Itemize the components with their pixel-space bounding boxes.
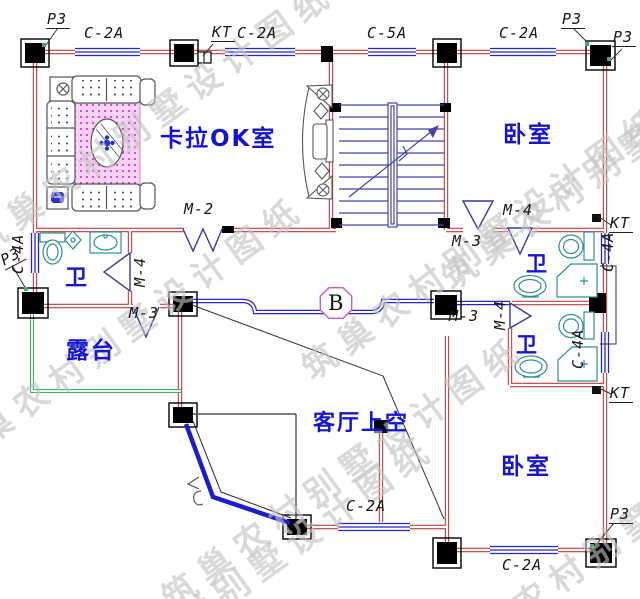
- ac-sleeve-right-upper: [592, 214, 601, 222]
- window-c4a-right-lower: [600, 332, 610, 373]
- door-symbols: [102, 200, 534, 339]
- mark-kt-right-lower: KT: [609, 385, 634, 403]
- window-c2a-bottom-void: [338, 522, 410, 532]
- door-m4-upper-right-symbol: [506, 227, 534, 256]
- window-label-c2a-top-mid: C-2A: [237, 24, 278, 42]
- room-label-bathroom-right-upper: 卫: [526, 252, 549, 276]
- window-label-c2a-bottom-right: C-2A: [502, 556, 543, 574]
- toilet-icon: [558, 231, 595, 261]
- sink-icon: [89, 231, 122, 254]
- axis-b-label: B: [328, 291, 344, 315]
- flower-decor: [99, 135, 115, 151]
- window-c4a-right-upper: [600, 233, 610, 264]
- tv-icon: [312, 119, 334, 163]
- window-label-c2a-top-left: C-2A: [84, 24, 125, 42]
- staircase: [339, 102, 444, 228]
- door-label-m3-terrace: M-3: [129, 304, 160, 322]
- mark-kt-right-upper: KT: [609, 215, 634, 233]
- mark-p3-top-left: P3: [46, 11, 71, 29]
- ac-sleeve-right-lower: [592, 386, 601, 394]
- bathroom-right-lower-fixtures: [514, 311, 598, 382]
- room-label-bathroom-right-lower: 卫: [516, 333, 539, 357]
- door-m4-left-symbol: [102, 251, 131, 293]
- window-c2a-top-left: [75, 47, 140, 57]
- window-label-c4a-right-lower: C-4A: [569, 328, 588, 369]
- section-mark: [186, 476, 204, 506]
- leader-tips: [24, 42, 611, 548]
- room-label-karaoke: 卡拉OK室: [160, 126, 277, 152]
- bathroom-right-upper-fixtures: [513, 231, 598, 298]
- leader-lines: [12, 27, 623, 546]
- room-label-bathroom-left: 卫: [65, 266, 90, 291]
- room-label-terrace: 露台: [66, 338, 116, 364]
- void-boundary: [193, 413, 297, 519]
- dimension-bracket: [600, 265, 617, 345]
- mark-kt-top: KT: [211, 24, 236, 42]
- door-label-m4-left: M-4: [131, 256, 150, 287]
- room-label-living-room-void: 客厅上空: [313, 411, 410, 436]
- window-c2a-top-mid: [225, 47, 295, 57]
- window-c2a-bottom-right: [490, 545, 558, 555]
- mark-p3-top-right-1: P3: [561, 11, 586, 29]
- door-m4-lower-right-symbol: [509, 301, 533, 330]
- void-diagonal-line: [191, 304, 445, 520]
- room-label-bedroom-bottom-right: 卧室: [501, 454, 551, 480]
- columns: [17, 38, 617, 569]
- sink-icon: [514, 355, 548, 378]
- sofa-set: [46, 75, 156, 212]
- door-label-m4-upper-right: M-4: [503, 201, 534, 219]
- axis-b-octagon: [319, 287, 353, 319]
- window-label-c2a-top-right: C-2A: [499, 24, 540, 42]
- door-m2-symbol: [182, 227, 223, 253]
- windows: [30, 47, 610, 555]
- door-m3-terrace-symbol: [132, 306, 160, 339]
- mark-p3-bottom-right: P3: [609, 506, 634, 524]
- mark-p3-top-right-2: P3: [612, 29, 637, 47]
- window-c4a-left: [30, 233, 40, 273]
- shower-icon: [556, 263, 598, 298]
- stair-direction-arrow: [428, 125, 439, 138]
- soap-dish-icon: [64, 230, 82, 250]
- window-label-c4a-right-upper: C-4A: [599, 231, 618, 272]
- glass-curtain-wall: [183, 420, 292, 526]
- bathroom-left-fixtures: [39, 230, 122, 265]
- shower-icon: [557, 346, 598, 382]
- tv-unit: [302, 84, 334, 200]
- subwoofer-icon: [46, 186, 69, 210]
- sink-icon: [513, 274, 547, 298]
- door-label-m4-lower-right: M-4: [491, 299, 510, 330]
- toilet-icon: [558, 311, 595, 340]
- window-c2a-top-right: [490, 47, 556, 57]
- window-label-c2a-bottom-void: C-2A: [346, 497, 387, 515]
- corner-speaker-icon: [305, 174, 333, 200]
- door-label-m2: M-2: [184, 200, 215, 218]
- corner-speaker-icon: [305, 84, 333, 110]
- door-m3-stair-symbol: [461, 200, 495, 231]
- window-c5a-top-stair: [368, 47, 416, 57]
- window-label-c5a: C-5A: [367, 24, 408, 42]
- ac-sleeve-top: [197, 51, 212, 64]
- toilet-icon: [39, 232, 66, 265]
- door-label-m3-stair: M-3: [452, 232, 483, 250]
- door-label-m3-lower: M-3: [449, 307, 480, 325]
- room-label-bedroom-top-right: 卧室: [503, 122, 553, 148]
